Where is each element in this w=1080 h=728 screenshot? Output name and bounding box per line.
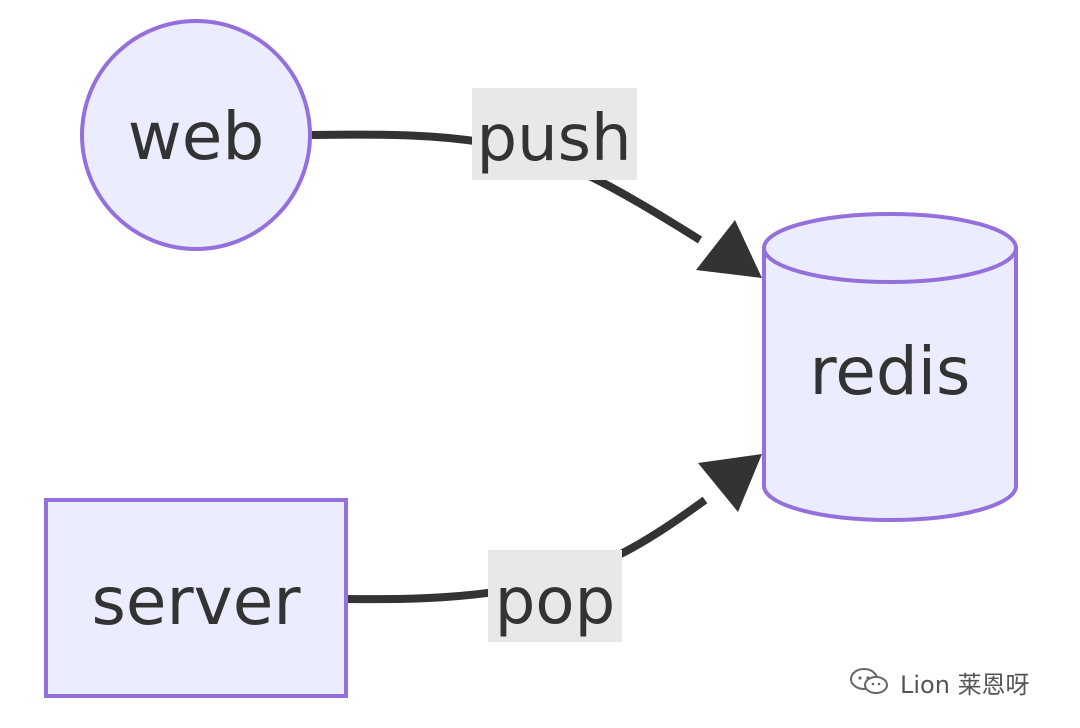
- edge-label-push-bg: [472, 88, 637, 180]
- node-server-label: server: [92, 563, 302, 640]
- edge-label-push-text: push: [476, 102, 631, 176]
- node-web-shape: [80, 19, 312, 251]
- node-redis-label: redis: [810, 333, 971, 410]
- node-web: web: [80, 19, 312, 251]
- node-web-label: web: [128, 98, 264, 175]
- edge-label-pop-bg: [488, 550, 622, 642]
- watermark: Lion 莱恩呀: [848, 664, 1030, 700]
- node-redis-top: [762, 212, 1018, 284]
- arrowhead-server-redis: [698, 454, 762, 512]
- wechat-icon: [848, 666, 892, 698]
- arrowhead-web-redis: [696, 220, 762, 278]
- node-server-shape: [44, 498, 348, 698]
- edge-label-pop: pop: [488, 550, 622, 642]
- node-redis: redis: [762, 212, 1018, 522]
- watermark-text: Lion 莱恩呀: [900, 670, 1030, 699]
- node-redis-body: [762, 248, 1018, 522]
- edge-label-push: push: [472, 88, 637, 180]
- edge-label-pop-text: pop: [495, 565, 615, 639]
- node-server: server: [44, 498, 348, 698]
